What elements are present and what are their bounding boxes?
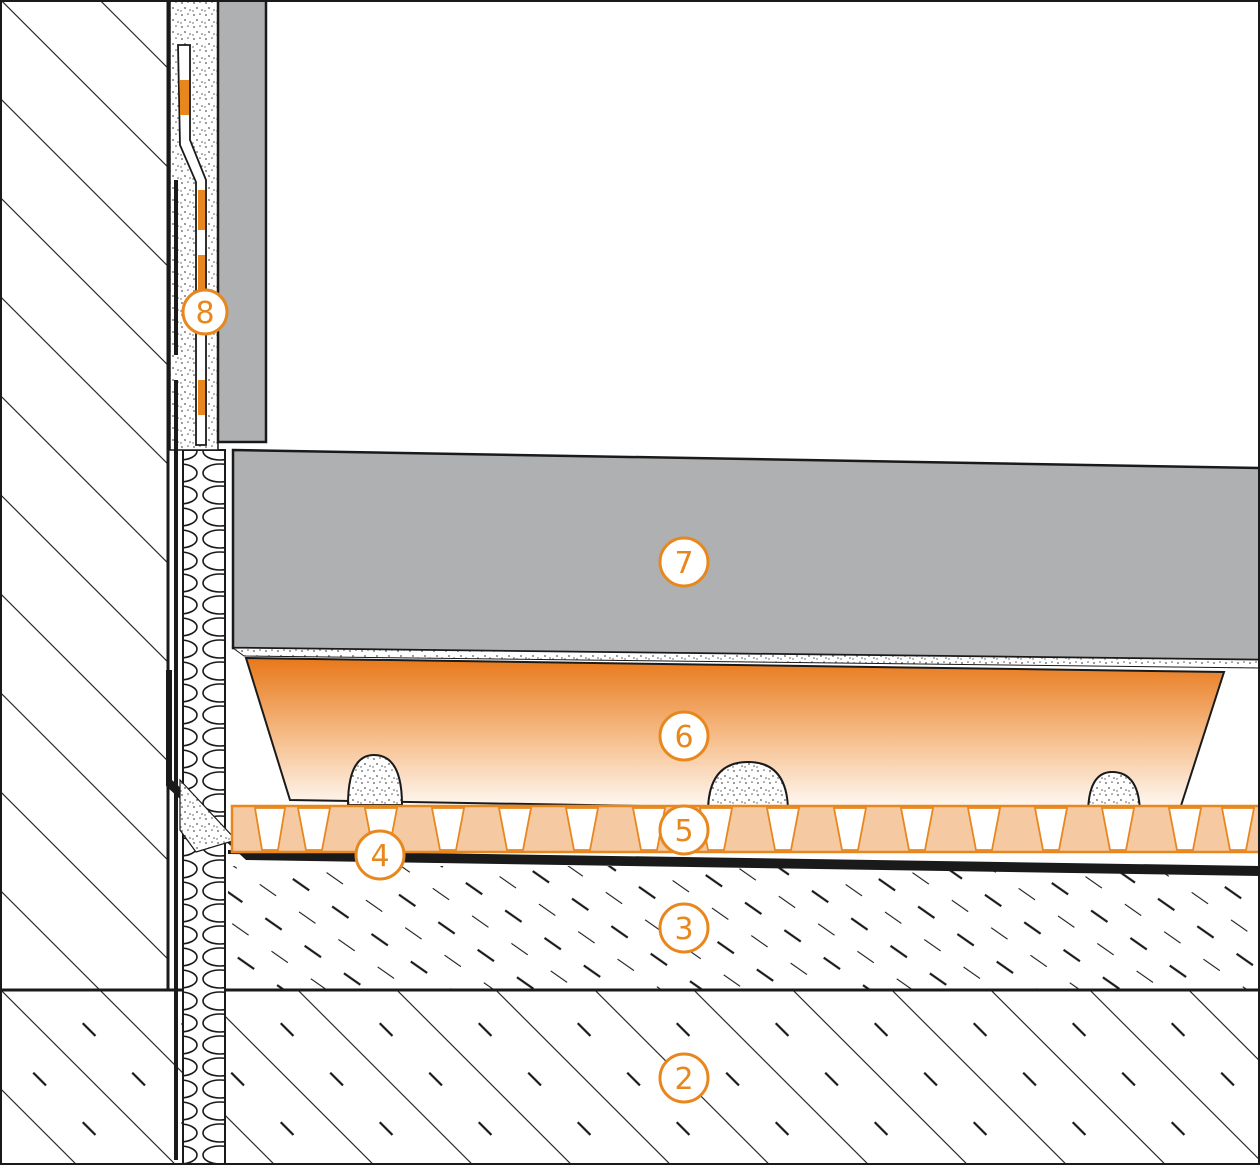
callout-3: 3: [658, 902, 710, 954]
corner-sealing-tape: [166, 670, 1260, 876]
corner-sealing-fill: [179, 778, 238, 853]
floor-tile: [231, 448, 1260, 662]
callout-5-label: 5: [674, 814, 693, 849]
callout-8-label: 8: [195, 296, 214, 331]
callout-4-label: 4: [370, 839, 389, 874]
adhesive-dabs: [346, 753, 1142, 816]
tile-adhesive: [231, 647, 1260, 669]
uncoupling-mat-cavities: [253, 807, 1256, 851]
callout-6: 6: [658, 710, 710, 762]
edge-profile: [177, 44, 207, 446]
callout-7-label: 7: [674, 546, 693, 581]
callout-4: 4: [354, 829, 406, 881]
masonry-wall: [0, 0, 168, 990]
callout-6-label: 6: [674, 720, 693, 755]
screed-layer: [228, 866, 1260, 990]
callout-2-label: 2: [674, 1062, 693, 1097]
wall-tile: [216, 0, 268, 444]
uncoupling-mat: [230, 804, 1260, 854]
callout-8: 8: [181, 288, 229, 336]
edge-profile-orange-dashes: [180, 80, 205, 415]
callout-3-label: 3: [674, 912, 693, 947]
callout-2: 2: [658, 1052, 710, 1104]
callout-5: 5: [658, 804, 710, 856]
callout-7: 7: [658, 536, 710, 588]
